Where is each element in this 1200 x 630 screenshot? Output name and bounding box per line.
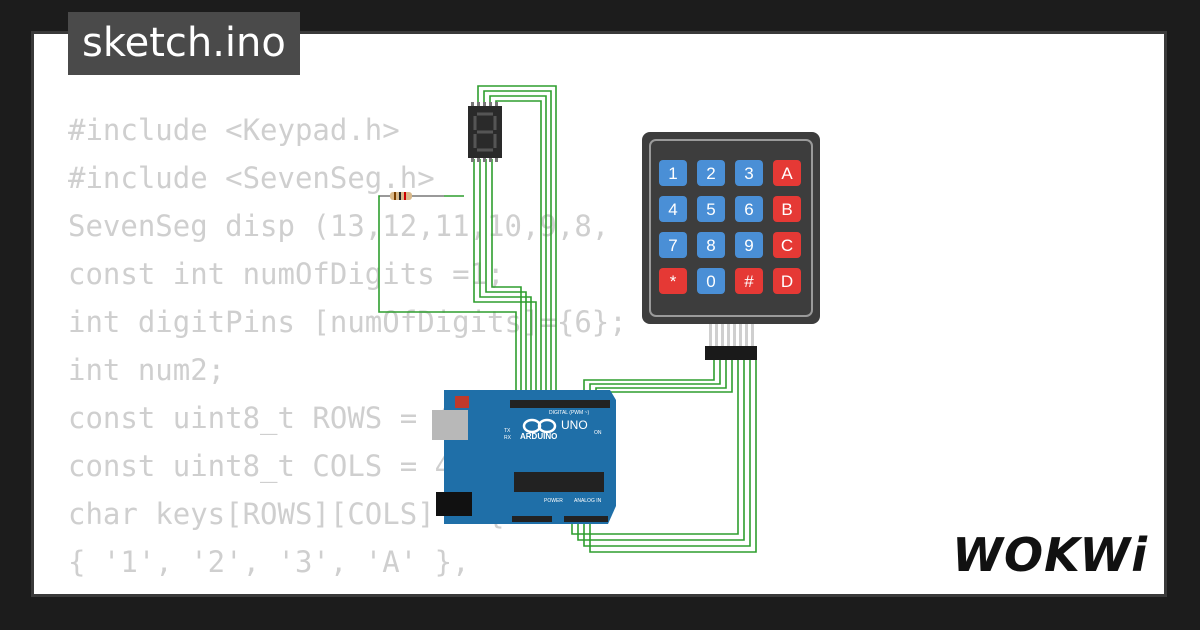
preview-card: #include <Keypad.h> #include <SevenSeg.h>…	[34, 34, 1164, 594]
keypad-key-label: A	[781, 164, 793, 183]
code-line: #include <Keypad.h>	[68, 113, 400, 147]
code-line: int digitPins [numOfDigits]={6};	[68, 305, 627, 339]
code-line: int num2;	[68, 353, 226, 387]
keypad-key-9[interactable]: 9	[735, 232, 763, 258]
keypad-key-label: 4	[668, 200, 677, 219]
keypad-key-6[interactable]: 6	[735, 196, 763, 222]
seven-segment-display[interactable]	[468, 102, 502, 162]
keypad-key-4[interactable]: 4	[659, 196, 687, 222]
keypad-key-label: 6	[744, 200, 753, 219]
wire	[583, 356, 751, 547]
wire	[378, 195, 517, 394]
code-line: #include <SevenSeg.h>	[68, 161, 435, 195]
membrane-keypad[interactable]: 1 2 3 A 4 5 6 B 7 8 9 C * 0 # D	[642, 132, 820, 324]
tx-label: TX	[504, 428, 511, 434]
wire	[589, 356, 721, 394]
code-line: const int numOfDigits =1;	[68, 257, 505, 291]
wire	[473, 159, 537, 394]
code-line: SevenSeg disp (13,12,11,10,9,8,	[68, 209, 610, 243]
keypad-key-label: 5	[706, 200, 715, 219]
keypad-key-A[interactable]: A	[773, 160, 801, 186]
keypad-key-label: 0	[706, 272, 715, 291]
keypad-key-3[interactable]: 3	[735, 160, 763, 186]
keypad-key-label: B	[781, 200, 792, 219]
keypad-key-label: 1	[668, 164, 677, 183]
wokwi-logo: WOKWi	[952, 528, 1148, 582]
keypad-connector	[705, 324, 757, 360]
keypad-key-B[interactable]: B	[773, 196, 801, 222]
keypad-key-2[interactable]: 2	[697, 160, 725, 186]
keypad-key-1[interactable]: 1	[659, 160, 687, 186]
keypad-key-label: C	[781, 236, 793, 255]
board-brand: ARDUINO	[520, 432, 557, 441]
keypad-key-5[interactable]: 5	[697, 196, 725, 222]
file-title: sketch.ino	[68, 12, 300, 75]
wire	[601, 356, 733, 396]
resistor[interactable]	[380, 192, 444, 200]
power-label: POWER	[544, 498, 563, 504]
wire	[479, 159, 532, 394]
wire	[495, 100, 542, 394]
keypad-key-C[interactable]: C	[773, 232, 801, 258]
keypad-key-0[interactable]: 0	[697, 268, 725, 294]
on-label: ON	[594, 430, 602, 436]
wire	[589, 356, 757, 553]
wire	[595, 356, 727, 394]
code-line: { '4', '5', '6', 'B' },	[68, 586, 627, 594]
rx-label: RX	[504, 435, 512, 441]
keypad-key-D[interactable]: D	[773, 268, 801, 294]
analog-label: ANALOG IN	[574, 498, 602, 504]
arduino-uno-board[interactable]: ARDUINO UNO DIGITAL (PWM ~) ANALOG IN PO…	[432, 390, 616, 524]
keypad-key-label: #	[744, 272, 754, 291]
keypad-key-7[interactable]: 7	[659, 232, 687, 258]
keypad-key-label: D	[781, 272, 793, 291]
keypad-key-label: 7	[668, 236, 677, 255]
digital-label: DIGITAL (PWM ~)	[549, 410, 589, 416]
keypad-key-label: *	[670, 272, 677, 291]
wire	[491, 159, 522, 394]
keypad-key-*[interactable]: *	[659, 268, 687, 294]
board-model: UNO	[561, 418, 588, 432]
keypad-key-label: 9	[744, 236, 753, 255]
keypad-key-label: 3	[744, 164, 753, 183]
wire	[577, 356, 745, 541]
wire	[485, 159, 527, 394]
code-line: { '1', '2', '3', 'A' },	[68, 545, 470, 579]
wire	[583, 356, 715, 394]
keypad-key-label: 2	[706, 164, 715, 183]
keypad-key-label: 8	[706, 236, 715, 255]
keypad-key-8[interactable]: 8	[697, 232, 725, 258]
keypad-key-#[interactable]: #	[735, 268, 763, 294]
